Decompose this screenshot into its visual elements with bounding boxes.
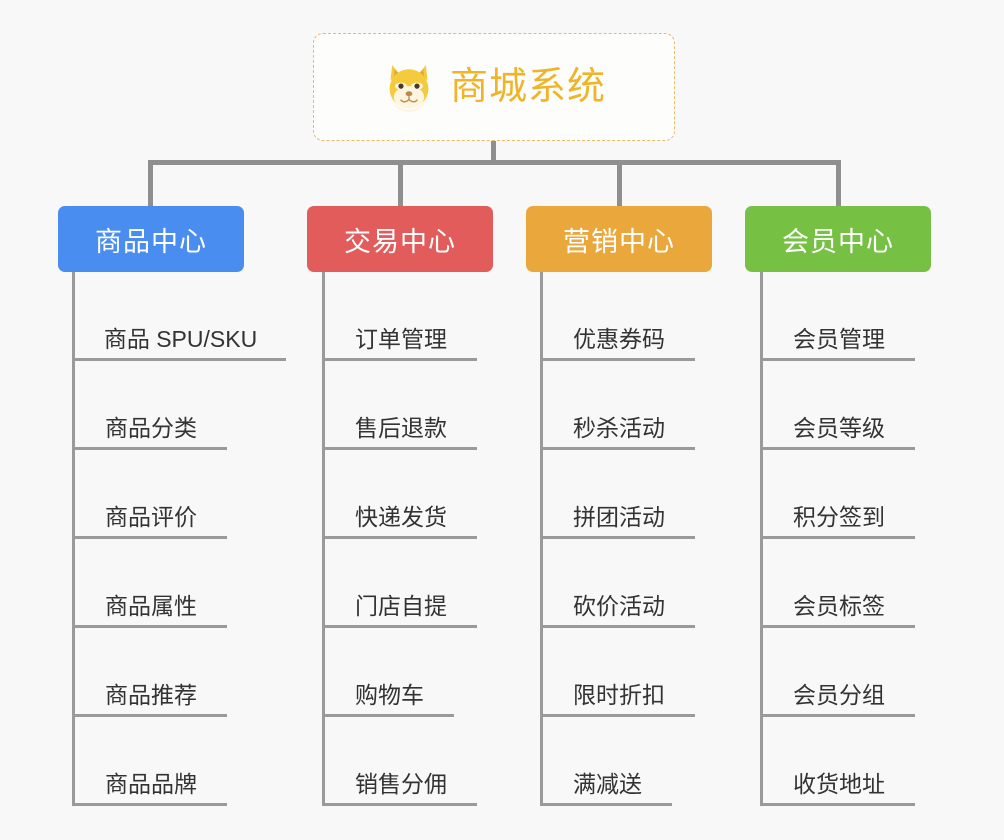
connector-drop-3 bbox=[617, 160, 622, 208]
leaf-item[interactable]: 商品 SPU/SKU bbox=[75, 272, 286, 361]
leaf-item[interactable]: 商品分类 bbox=[75, 361, 227, 450]
leaf-item-label: 砍价活动 bbox=[573, 592, 665, 619]
leaf-item[interactable]: 门店自提 bbox=[325, 539, 477, 628]
leaf-item-label: 快递发货 bbox=[355, 503, 447, 530]
leaf-item[interactable]: 满减送 bbox=[543, 717, 672, 806]
connector-horizontal-bus bbox=[148, 160, 841, 165]
leaf-item-label: 拼团活动 bbox=[573, 503, 665, 530]
leaf-item[interactable]: 限时折扣 bbox=[543, 628, 695, 717]
leaf-item-label: 门店自提 bbox=[355, 592, 447, 619]
root-node-mall-system[interactable]: 商城系统 bbox=[313, 33, 675, 141]
leaf-item[interactable]: 购物车 bbox=[325, 628, 454, 717]
leaf-item-label: 会员分组 bbox=[793, 681, 885, 708]
leaf-item[interactable]: 会员分组 bbox=[763, 628, 915, 717]
leaf-item[interactable]: 拼团活动 bbox=[543, 450, 695, 539]
leaf-item-label: 优惠券码 bbox=[573, 325, 665, 352]
leaf-item-label: 商品 SPU/SKU bbox=[103, 325, 258, 352]
leaf-item[interactable]: 秒杀活动 bbox=[543, 361, 695, 450]
root-title: 商城系统 bbox=[449, 66, 606, 108]
leaf-item-label: 购物车 bbox=[355, 681, 424, 708]
category-box-4[interactable]: 会员中心 bbox=[745, 206, 931, 272]
category-label: 营销中心 bbox=[563, 226, 675, 257]
leaf-item[interactable]: 商品评价 bbox=[75, 450, 227, 539]
leaf-item-label: 满减送 bbox=[573, 770, 642, 797]
leaf-item[interactable]: 商品推荐 bbox=[75, 628, 227, 717]
leaf-item[interactable]: 商品属性 bbox=[75, 539, 227, 628]
leaf-spine bbox=[540, 272, 543, 806]
category-box-3[interactable]: 营销中心 bbox=[526, 206, 712, 272]
leaf-spine bbox=[72, 272, 75, 806]
leaf-spine bbox=[322, 272, 325, 806]
leaf-spine bbox=[760, 272, 763, 806]
connector-drop-4 bbox=[836, 160, 841, 208]
leaf-item[interactable]: 销售分佣 bbox=[325, 717, 477, 806]
leaf-item[interactable]: 售后退款 bbox=[325, 361, 477, 450]
leaf-item[interactable]: 砍价活动 bbox=[543, 539, 695, 628]
leaf-item-label: 秒杀活动 bbox=[573, 414, 665, 441]
leaf-item-label: 订单管理 bbox=[355, 325, 447, 352]
category-label: 会员中心 bbox=[782, 226, 894, 257]
leaf-item[interactable]: 商品品牌 bbox=[75, 717, 227, 806]
leaf-item-label: 积分签到 bbox=[793, 503, 885, 530]
leaf-item-label: 会员标签 bbox=[793, 592, 885, 619]
leaf-item[interactable]: 收货地址 bbox=[763, 717, 915, 806]
leaf-item-label: 售后退款 bbox=[355, 414, 447, 441]
leaf-item-label: 商品分类 bbox=[105, 414, 197, 441]
leaf-item[interactable]: 快递发货 bbox=[325, 450, 477, 539]
leaf-item-label: 限时折扣 bbox=[573, 681, 665, 708]
shiba-dog-face-icon bbox=[382, 60, 436, 114]
leaf-item-label: 收货地址 bbox=[793, 770, 885, 797]
leaf-item-label: 销售分佣 bbox=[355, 770, 447, 797]
leaf-item-label: 商品评价 bbox=[105, 503, 197, 530]
leaf-item[interactable]: 会员管理 bbox=[763, 272, 915, 361]
category-label: 交易中心 bbox=[344, 226, 456, 257]
leaf-item[interactable]: 会员等级 bbox=[763, 361, 915, 450]
leaf-item-label: 会员等级 bbox=[793, 414, 885, 441]
connector-drop-1 bbox=[148, 160, 153, 208]
category-box-1[interactable]: 商品中心 bbox=[58, 206, 244, 272]
connector-root-stem bbox=[491, 141, 496, 163]
leaf-item-label: 商品推荐 bbox=[105, 681, 197, 708]
leaf-item[interactable]: 优惠券码 bbox=[543, 272, 695, 361]
leaf-item[interactable]: 积分签到 bbox=[763, 450, 915, 539]
category-box-2[interactable]: 交易中心 bbox=[307, 206, 493, 272]
leaf-item[interactable]: 会员标签 bbox=[763, 539, 915, 628]
leaf-item-label: 商品属性 bbox=[105, 592, 197, 619]
leaf-item-label: 商品品牌 bbox=[105, 770, 197, 797]
connector-drop-2 bbox=[398, 160, 403, 208]
category-label: 商品中心 bbox=[95, 226, 207, 257]
leaf-item[interactable]: 订单管理 bbox=[325, 272, 477, 361]
leaf-item-label: 会员管理 bbox=[793, 325, 885, 352]
